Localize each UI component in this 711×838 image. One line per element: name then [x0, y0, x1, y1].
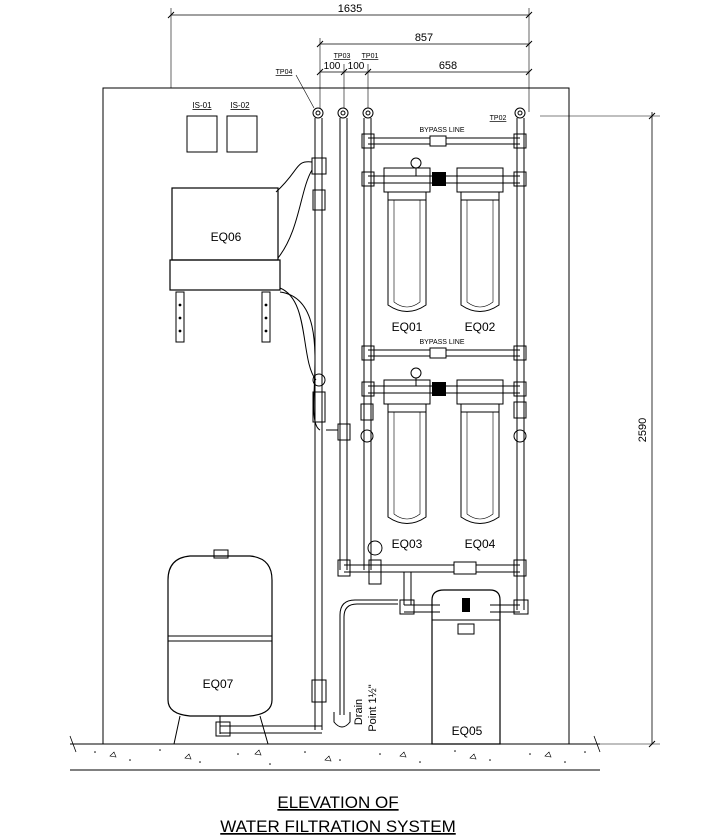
risers — [314, 118, 525, 730]
eq07-label: EQ07 — [203, 677, 234, 691]
eq04-label: EQ04 — [465, 537, 496, 551]
bypass-line-lower: BYPASS LINE — [419, 339, 464, 346]
is02-label: IS-02 — [230, 101, 250, 110]
lower-bypass — [361, 345, 527, 361]
title-line2: WATER FILTRATION SYSTEM — [220, 817, 456, 836]
eq02-label: EQ02 — [465, 320, 496, 334]
tp02-label: TP02 — [490, 115, 507, 122]
left-riser-fittings — [311, 157, 351, 703]
floor-slab — [69, 735, 601, 771]
eq06-unit — [169, 161, 321, 431]
dim-height: 2590 — [637, 418, 649, 442]
eq05-unit — [431, 589, 501, 745]
upper-header — [361, 148, 527, 362]
eq05-label: EQ05 — [452, 724, 483, 738]
bottom-manifold — [337, 540, 529, 615]
is01-label: IS-01 — [192, 101, 212, 110]
eq01-housing — [383, 167, 431, 312]
eq01-label: EQ01 — [392, 320, 423, 334]
dim-filter-span: 658 — [439, 60, 457, 72]
lower-header — [360, 360, 527, 570]
drain-line — [333, 599, 398, 728]
title-line1: ELEVATION OF — [277, 793, 398, 812]
is01-sheet — [186, 115, 218, 153]
eq03-housing — [383, 379, 431, 524]
dim-offset-a: 100 — [324, 61, 341, 72]
is02-sheet — [226, 115, 258, 153]
upper-bypass — [361, 133, 527, 149]
tp01-label: TP01 — [362, 53, 379, 60]
drain-point-line2: Point 1½" — [367, 684, 379, 731]
dim-overall-width: 1635 — [338, 3, 362, 15]
dimension-lines — [167, 8, 660, 748]
tp03-label: TP03 — [334, 53, 351, 60]
drain-point-line1: Drain — [353, 699, 365, 725]
eq04-housing — [456, 379, 504, 524]
tp04-label: TP04 — [276, 69, 293, 76]
tap-valves — [312, 107, 526, 119]
eq03-label: EQ03 — [392, 537, 423, 551]
eq07-tank — [167, 549, 322, 745]
dim-offset-b: 100 — [348, 61, 365, 72]
eq02-housing — [456, 167, 504, 312]
bypass-line-upper: BYPASS LINE — [419, 127, 464, 134]
dim-panel-width: 857 — [415, 32, 433, 44]
eq06-label: EQ06 — [211, 230, 242, 244]
